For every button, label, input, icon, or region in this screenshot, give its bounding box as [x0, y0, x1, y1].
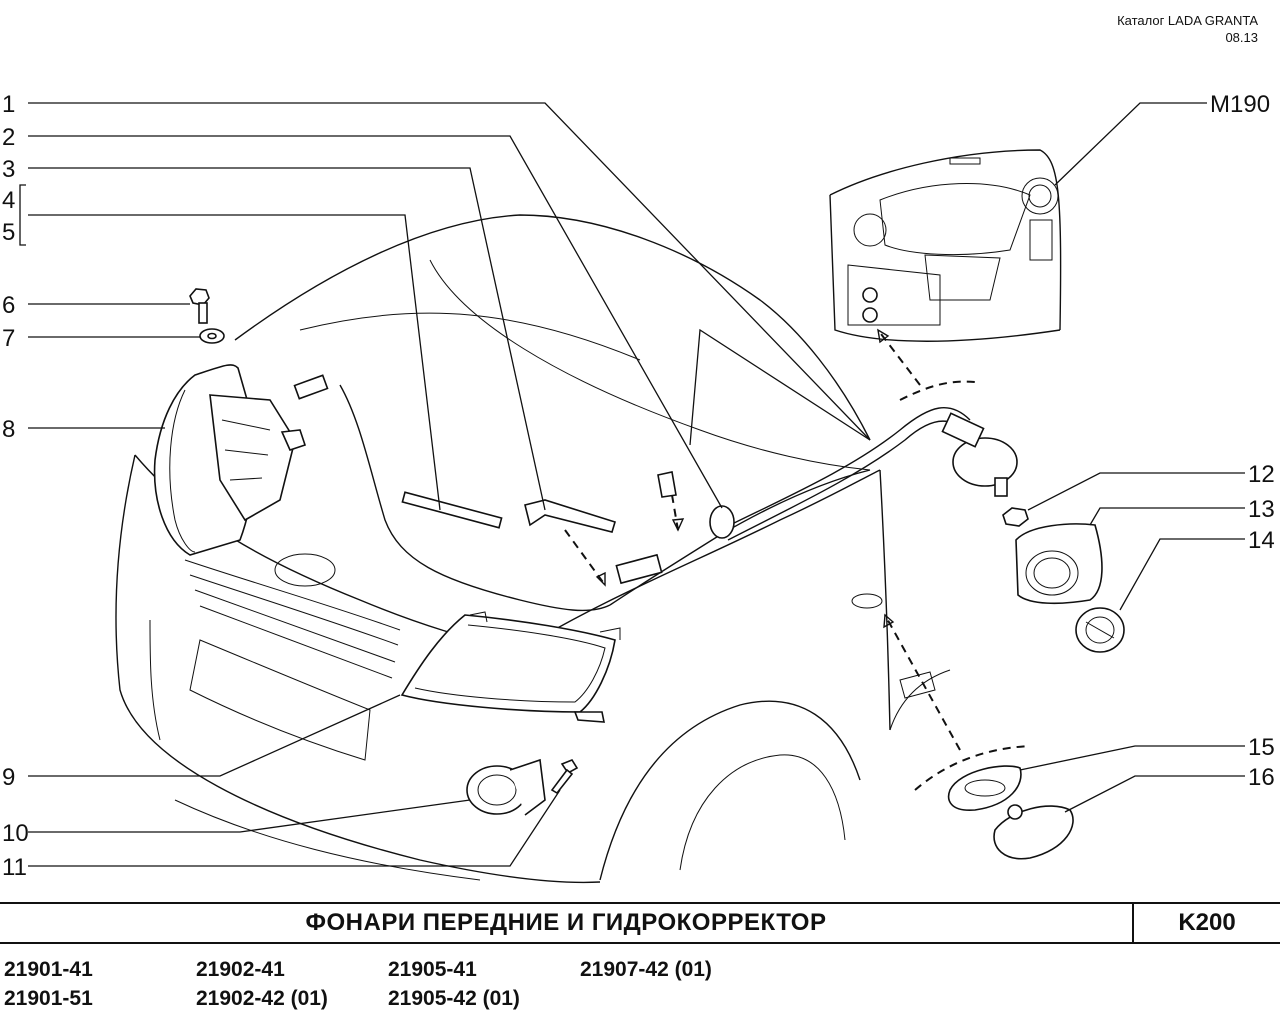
corrector-switch-part [941, 412, 1018, 497]
callout-6: 6 [2, 292, 15, 319]
model-code: 21901-41 [4, 958, 93, 981]
left-headlamp-part [153, 364, 307, 556]
parts [153, 288, 1125, 860]
corrector-actuator-part [293, 374, 735, 585]
callout-15: 15 [1248, 734, 1275, 761]
callout-labels: 1 2 3 4 5 6 7 8 9 10 11 12 13 14 15 16 M… [2, 91, 1275, 881]
side-repeater-part [993, 804, 1074, 860]
model-code: 21905-41 [388, 958, 477, 981]
model-code: 21902-42 (01) [196, 987, 328, 1010]
catalog-title: Каталог LADA GRANTA [1117, 13, 1258, 28]
callout-16: 16 [1248, 764, 1275, 791]
callout-13: 13 [1248, 496, 1275, 523]
callout-5: 5 [2, 219, 15, 246]
page-title: ФОНАРИ ПЕРЕДНИЕ И ГИДРОКОРРЕКТОР [0, 904, 1134, 942]
callout-10: 10 [2, 820, 29, 847]
callout-11: 11 [2, 854, 27, 881]
callout-1: 1 [2, 91, 15, 118]
model-code: 21905-42 (01) [388, 987, 520, 1010]
catalog-date: 08.13 [1225, 30, 1258, 45]
assembly-arrows [564, 328, 1031, 791]
fog-lamp-part [466, 758, 546, 816]
screw-part [550, 759, 579, 795]
callout-4: 4 [2, 187, 15, 214]
callout-3: 3 [2, 156, 15, 183]
nut-part [1002, 507, 1029, 527]
section-code: K200 [1178, 909, 1236, 936]
callout-7: 7 [2, 325, 15, 352]
corrector-knob-part [1075, 607, 1125, 653]
repeater-gasket-part [947, 765, 1022, 811]
right-headlamp-part [400, 611, 621, 723]
model-list: 21901-41 21901-51 21902-41 21902-42 (01)… [0, 954, 1280, 1018]
leader-lines [19, 102, 1245, 867]
callout-8: 8 [2, 416, 15, 443]
callout-9: 9 [2, 764, 15, 791]
model-code: 21901-51 [4, 987, 93, 1010]
callout-14: 14 [1248, 527, 1275, 554]
model-code: 21907-42 (01) [580, 958, 712, 981]
dashboard-inset [829, 149, 1062, 342]
model-code: 21902-41 [196, 958, 285, 981]
group-ref-label: M190 [1210, 91, 1270, 118]
callout-2: 2 [2, 124, 15, 151]
car-body [115, 214, 971, 884]
cable-clip-part [401, 471, 677, 533]
bolt-part [189, 288, 210, 324]
exploded-parts-diagram: 1 2 3 4 5 6 7 8 9 10 11 12 13 14 15 16 M… [2, 91, 1275, 884]
catalog-header: Каталог LADA GRANTA 08.13 [1117, 12, 1258, 46]
title-bar: ФОНАРИ ПЕРЕДНИЕ И ГИДРОКОРРЕКТОР K200 [0, 902, 1280, 944]
switch-panel-part [1015, 523, 1103, 605]
callout-12: 12 [1248, 461, 1275, 488]
